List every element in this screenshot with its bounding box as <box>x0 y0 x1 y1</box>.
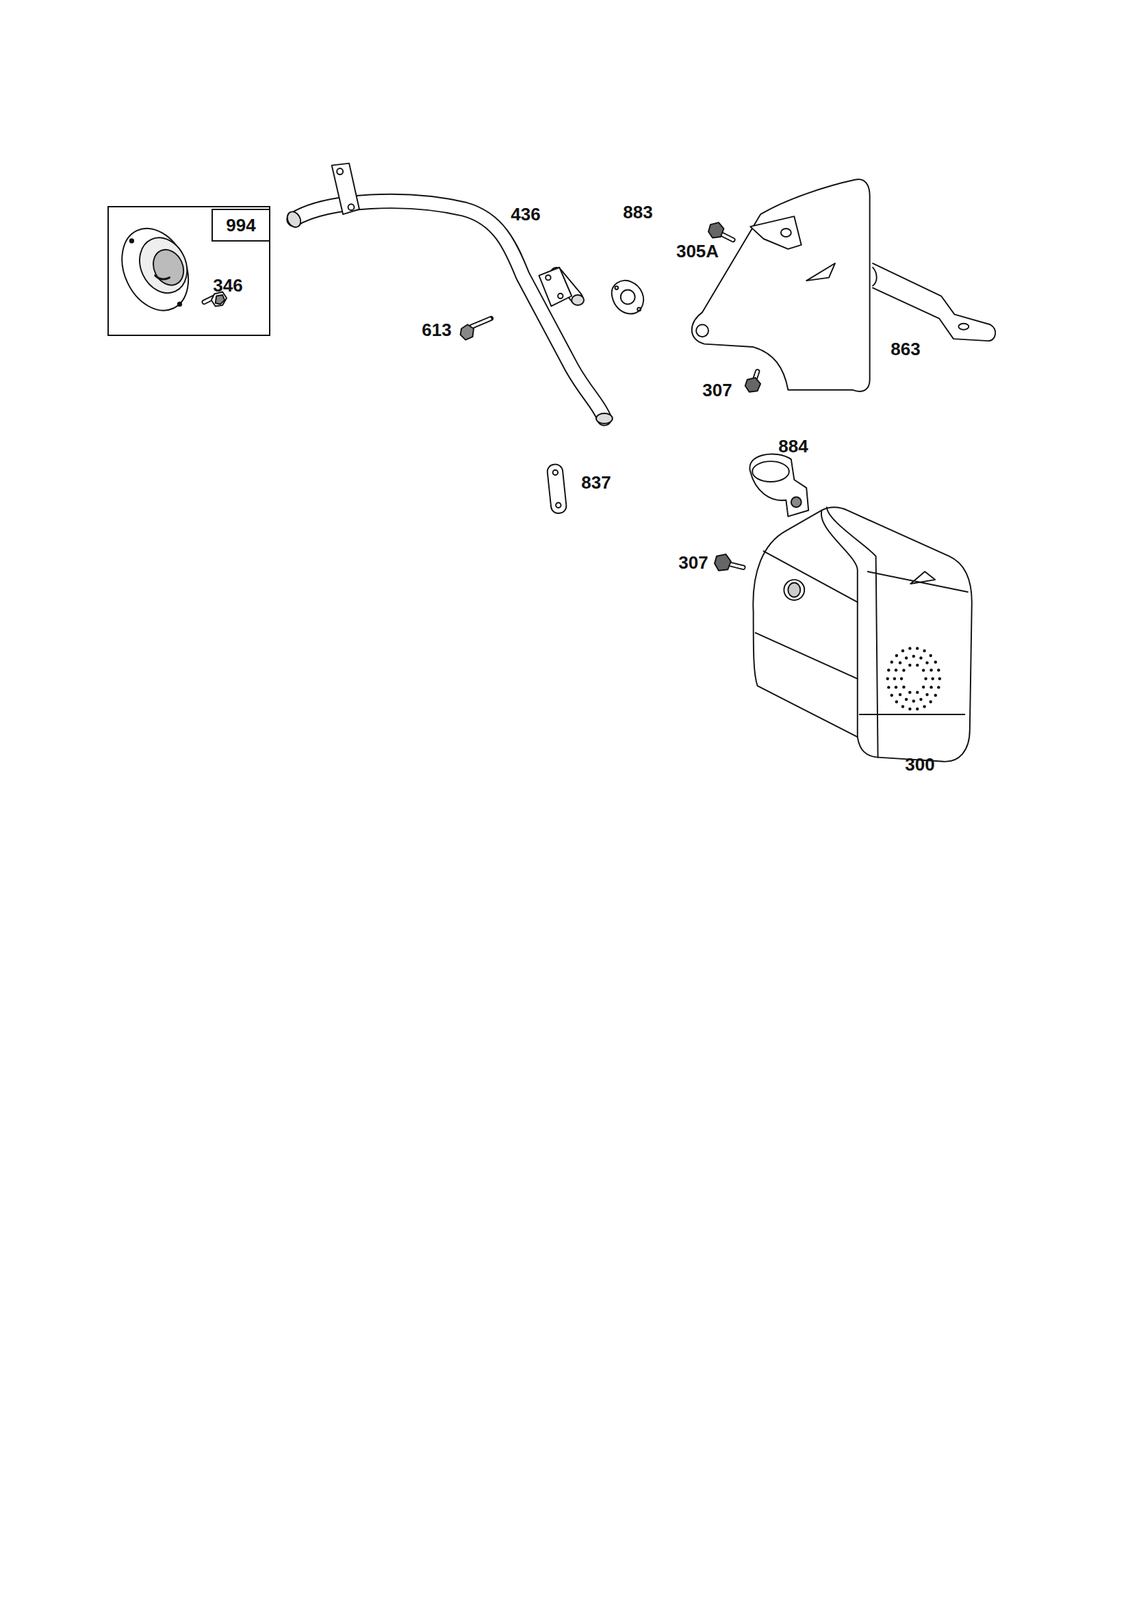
callout-number: 300 <box>904 755 935 774</box>
clamp <box>749 453 809 517</box>
perforation-dot <box>894 685 898 689</box>
perforation-dot <box>893 677 896 681</box>
perforation-dot <box>890 694 894 697</box>
callout-number: 884 <box>778 437 808 456</box>
perforation-dot <box>894 668 898 672</box>
callout-number: 994 <box>225 216 256 235</box>
perforation-dot <box>915 707 919 711</box>
callout-number: 346 <box>212 276 243 295</box>
perforation-dot <box>937 685 940 689</box>
perforation-dot <box>937 668 940 672</box>
perforation-dot <box>928 700 932 703</box>
perforation-dot <box>904 698 908 701</box>
perforation-dot <box>908 663 912 667</box>
perforation-dot <box>921 685 925 689</box>
perforation-dot <box>901 705 905 708</box>
callout-number: 883 <box>622 203 653 222</box>
callout-number: 863 <box>890 340 920 358</box>
perforation-dot <box>912 655 916 658</box>
perforation-dot <box>919 656 922 660</box>
callout-number: 837 <box>581 473 611 492</box>
gasket <box>611 280 644 315</box>
heat-shield <box>691 179 996 392</box>
perforation-dot <box>915 663 919 667</box>
perforation-dot <box>890 660 894 664</box>
perforation-dot <box>925 661 929 664</box>
perforation-dot <box>915 690 919 694</box>
perforation-dot <box>895 700 899 703</box>
perforation-dot <box>912 699 916 703</box>
perforation-dot <box>887 668 890 672</box>
exhaust-cap <box>109 217 202 322</box>
perforation-dot <box>930 677 934 681</box>
callout-number: 613 <box>421 321 452 339</box>
perforation-dot <box>901 649 905 653</box>
perforation-dot <box>929 668 933 672</box>
lock-plate <box>546 464 568 515</box>
muffler <box>752 507 972 762</box>
perforation-dot <box>908 646 912 650</box>
perforation-dot <box>929 685 933 689</box>
callout-number: 305A <box>676 242 719 261</box>
part-number-box: 994 <box>211 208 271 242</box>
perforation-dot <box>900 677 903 681</box>
perforation-dot <box>895 654 899 658</box>
perforation-dot <box>898 661 902 664</box>
perforation-dot <box>886 677 890 681</box>
inset-box: 346 994 <box>107 206 271 337</box>
perforation-dot <box>925 693 929 697</box>
bolt <box>745 371 761 393</box>
perforation-dot <box>938 677 942 681</box>
perforation-dot <box>928 654 932 658</box>
perforation-dot <box>934 694 938 697</box>
perforation-dot <box>908 707 912 711</box>
bolt <box>460 318 492 340</box>
perforation-dot <box>908 690 912 694</box>
perforation-dot <box>919 698 922 701</box>
perforation-dot <box>898 693 902 697</box>
perforation-dot <box>902 685 905 689</box>
bolt <box>714 554 744 571</box>
perforation-dot <box>902 668 905 672</box>
perforation-dot <box>904 656 908 660</box>
perforation-dot <box>934 660 938 664</box>
callout-number: 436 <box>510 205 541 224</box>
callout-number: 307 <box>702 381 732 400</box>
exhaust-pipe <box>284 163 613 424</box>
bolt <box>708 222 734 240</box>
perforation-dot <box>922 705 926 708</box>
perforation-dot <box>922 649 926 653</box>
callout-number: 307 <box>678 553 708 572</box>
perforation-dot <box>924 677 927 681</box>
perforation-dot <box>915 646 919 650</box>
perforation-dot <box>921 668 925 672</box>
perforation-dot <box>887 685 890 689</box>
